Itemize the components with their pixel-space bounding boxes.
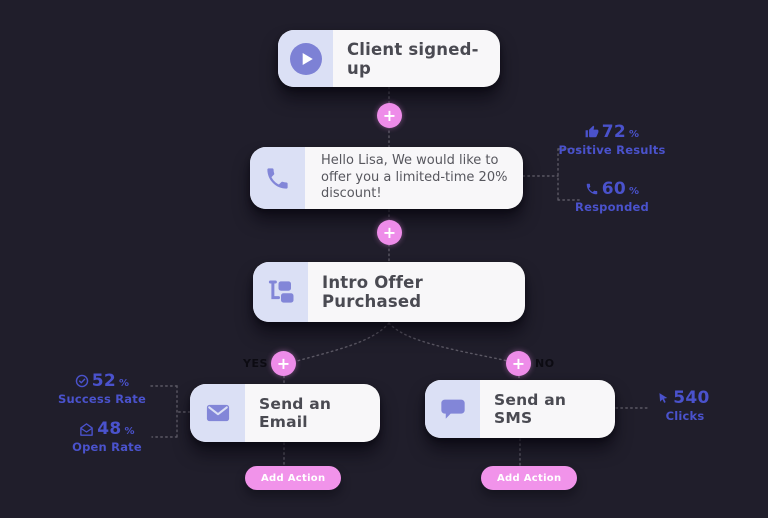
no-branch-add-button[interactable]: + [506, 351, 531, 376]
stat-value: 48 [97, 419, 122, 439]
mail-icon [190, 384, 245, 442]
node-send-sms[interactable]: Send an SMS [425, 380, 615, 438]
tree-icon [253, 262, 308, 322]
plus-icon: + [382, 222, 397, 242]
phone-icon [250, 147, 305, 209]
stat-value: 52 [91, 371, 116, 391]
node-label: Client signed-up [347, 39, 479, 78]
stat-positive-results: 72% Positive Results [556, 122, 668, 157]
plus-icon: + [511, 353, 526, 373]
branch-label-yes: YES [243, 357, 268, 370]
node-offer-message[interactable]: Hello Lisa, We would like to offer you a… [250, 147, 523, 209]
stat-open-rate: 48% Open Rate [57, 419, 157, 454]
stat-clicks: 540 Clicks [648, 388, 722, 423]
node-label: Intro Offer Purchased [322, 273, 423, 311]
chat-icon [425, 380, 480, 438]
stat-label: Clicks [665, 409, 705, 423]
play-icon [278, 30, 333, 87]
stat-responded: 60% Responded [562, 179, 662, 214]
open-mail-icon [79, 422, 94, 437]
cursor-icon [657, 392, 670, 405]
node-message-text: Hello Lisa, We would like to offer you a… [321, 152, 508, 202]
yes-branch-add-button[interactable]: + [271, 351, 296, 376]
phone-icon [585, 182, 599, 196]
node-label: Send an SMS [494, 391, 567, 427]
add-action-button-email[interactable]: Add Action [245, 466, 342, 490]
node-label: Send an Email [259, 395, 332, 431]
thumbs-up-icon [585, 125, 599, 139]
stat-value: 60 [601, 179, 626, 199]
stat-label: Positive Results [558, 143, 666, 157]
stat-label: Success Rate [58, 392, 146, 406]
stat-value: 72 [601, 122, 626, 142]
stat-value: 540 [673, 388, 710, 408]
stat-success-rate: 52% Success Rate [52, 371, 152, 406]
add-action-button-sms[interactable]: Add Action [481, 466, 578, 490]
plus-icon: + [276, 353, 291, 373]
branch-label-no: NO [535, 357, 555, 370]
plus-icon: + [382, 105, 397, 125]
add-step-button[interactable]: + [377, 220, 402, 245]
add-step-button[interactable]: + [377, 103, 402, 128]
stat-label: Open Rate [72, 440, 142, 454]
check-circle-icon [75, 374, 89, 388]
node-client-signed-up[interactable]: Client signed-up [278, 30, 500, 87]
node-send-email[interactable]: Send an Email [190, 384, 380, 442]
stat-label: Responded [575, 200, 649, 214]
node-intro-offer-purchased[interactable]: Intro Offer Purchased [253, 262, 525, 322]
